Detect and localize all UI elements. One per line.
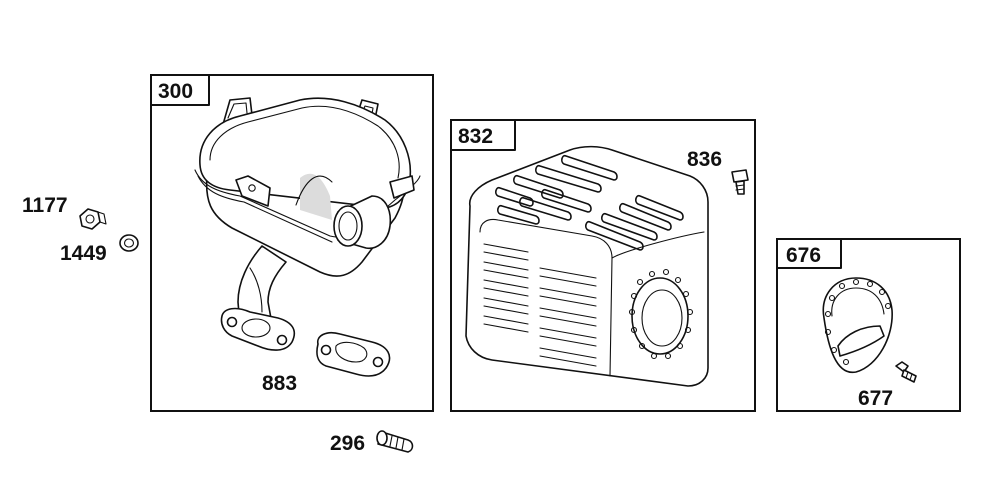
guard-screw-label: 836: [687, 148, 722, 171]
nut-label: 1177: [22, 194, 68, 217]
muffler-assembly-group: 300: [150, 74, 434, 412]
muffler-assembly-label-box: [150, 74, 210, 106]
exhaust-gasket-label: 883: [262, 372, 297, 395]
spark-arrestor-cover-frame: [776, 238, 961, 412]
guard-screw-part[interactable]: [731, 169, 749, 195]
spark-arrestor-cover-label-box: [776, 238, 842, 269]
muffler-assembly-frame: [150, 74, 434, 412]
spark-arrestor-cover-drawing[interactable]: [822, 277, 893, 373]
muffler-guard-label-box: [450, 119, 516, 151]
washer-part[interactable]: [119, 234, 139, 252]
guard-top-slots: [495, 154, 684, 251]
stud-part[interactable]: [376, 430, 414, 453]
muffler-guard-group: 832: [450, 119, 756, 412]
muffler-drawing[interactable]: [194, 97, 421, 351]
cover-screw-part[interactable]: [895, 361, 917, 383]
cover-screw-label: 677: [858, 387, 893, 410]
spark-arrestor-cover-label: 676: [786, 244, 821, 267]
guard-front-louvers: [483, 243, 597, 367]
guard-outlet-port: [628, 268, 694, 360]
muffler-guard-frame: [450, 119, 756, 412]
stud-label: 296: [330, 432, 365, 455]
washer-label: 1449: [60, 242, 107, 265]
spark-arrestor-cover-group: 676 677: [776, 238, 961, 412]
nut-part[interactable]: [79, 208, 107, 230]
muffler-guard-label: 832: [458, 125, 493, 148]
muffler-guard-drawing[interactable]: [465, 145, 709, 387]
muffler-assembly-label: 300: [158, 80, 193, 103]
exhaust-gasket-drawing[interactable]: [316, 331, 391, 377]
